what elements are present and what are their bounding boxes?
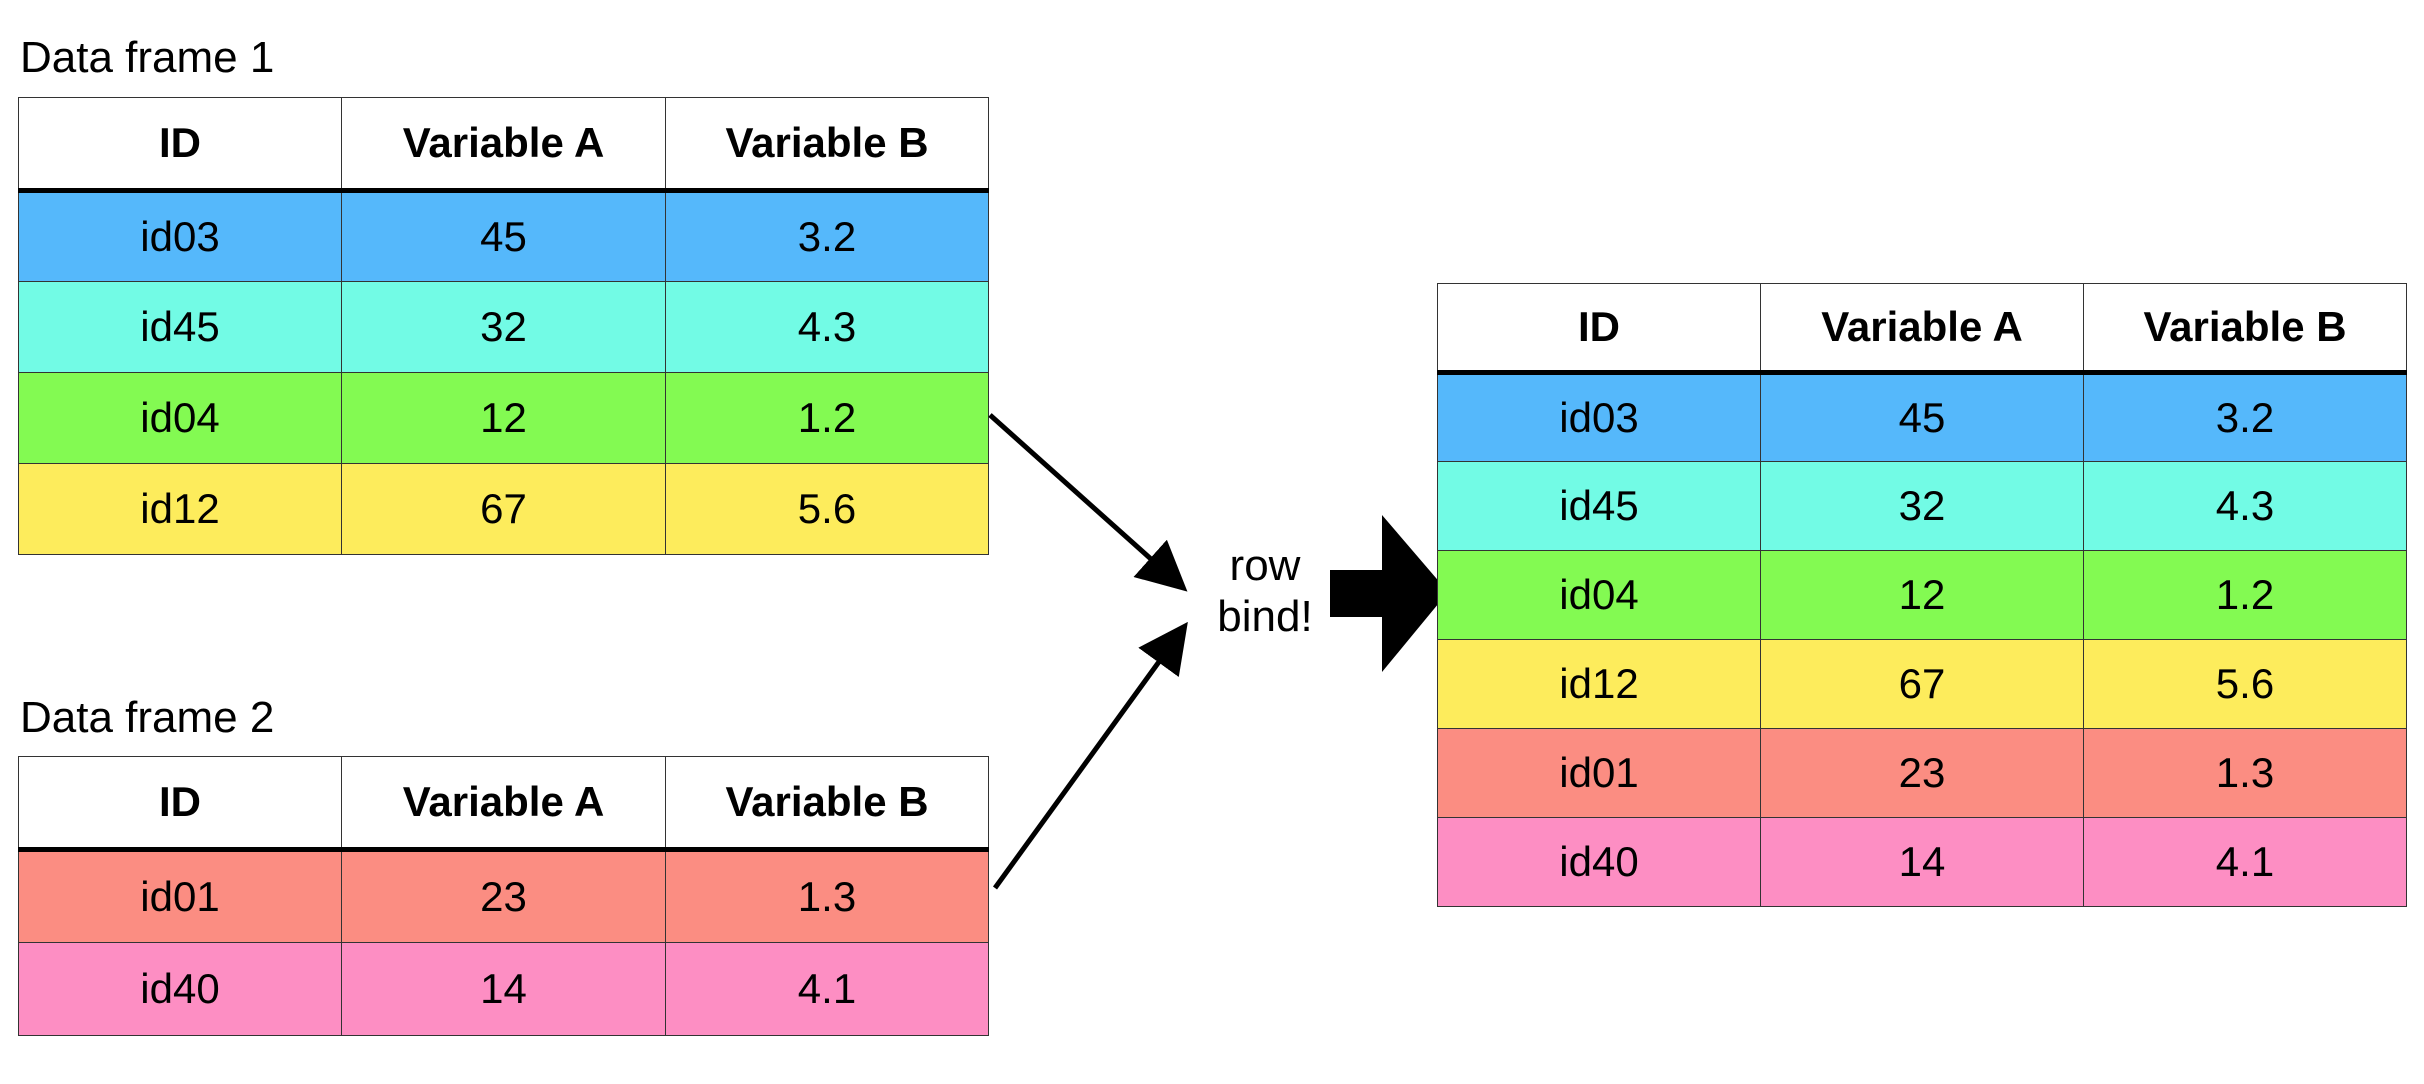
cell-variable-a: 45 [1760,372,2084,462]
data-frame-2-table: ID Variable A Variable B id01 23 1.3 id4… [18,756,989,1036]
cell-variable-b: 1.2 [2083,550,2407,640]
cell-id: id04 [1437,550,1761,640]
cell-variable-a: 14 [1760,817,2084,907]
header-id: ID [18,97,342,193]
table-row: id45 32 4.3 [18,281,989,373]
cell-id: id12 [1437,639,1761,729]
cell-id: id40 [18,942,342,1036]
cell-variable-a: 23 [1760,728,2084,818]
table-row: id12 67 5.6 [1437,639,2407,729]
table-row: id40 14 4.1 [1437,817,2407,907]
result-table: ID Variable A Variable B id03 45 3.2 id4… [1437,283,2407,907]
cell-variable-b: 4.3 [665,281,989,373]
cell-variable-a: 32 [1760,461,2084,551]
data-frame-1-title: Data frame 1 [20,33,275,82]
cell-id: id04 [18,372,342,464]
header-variable-b: Variable B [665,756,989,852]
cell-variable-b: 3.2 [665,190,989,282]
cell-variable-a: 67 [341,463,666,555]
table-row: id12 67 5.6 [18,463,989,555]
cell-variable-a: 67 [1760,639,2084,729]
cell-variable-b: 4.3 [2083,461,2407,551]
table-row: id01 23 1.3 [18,849,989,943]
header-variable-b: Variable B [665,97,989,193]
cell-id: id45 [18,281,342,373]
cell-id: id01 [18,849,342,943]
header-variable-a: Variable A [1760,283,2084,375]
cell-variable-a: 45 [341,190,666,282]
data-frame-2-title: Data frame 2 [20,693,275,742]
arrow-from-frame-1 [988,413,1188,592]
header-row: ID Variable A Variable B [1437,283,2407,375]
cell-variable-b: 4.1 [2083,817,2407,907]
header-variable-a: Variable A [341,97,666,193]
cell-variable-b: 5.6 [665,463,989,555]
cell-id: id12 [18,463,342,555]
table-row: id01 23 1.3 [1437,728,2407,818]
cell-id: id40 [1437,817,1761,907]
data-frame-1-table: ID Variable A Variable B id03 45 3.2 id4… [18,97,989,555]
row-bind-label-line-1: row [1229,541,1301,590]
cell-variable-b: 5.6 [2083,639,2407,729]
cell-variable-b: 4.1 [665,942,989,1036]
table-row: id40 14 4.1 [18,942,989,1036]
row-bind-label: row bind! [1200,540,1330,643]
header-row: ID Variable A Variable B [18,97,989,193]
table-row: id04 12 1.2 [1437,550,2407,640]
table-row: id03 45 3.2 [1437,372,2407,462]
row-bind-label-line-2: bind! [1217,592,1313,642]
cell-variable-b: 3.2 [2083,372,2407,462]
header-row: ID Variable A Variable B [18,756,989,852]
cell-variable-b: 1.3 [2083,728,2407,818]
table-row: id45 32 4.3 [1437,461,2407,551]
cell-variable-a: 23 [341,849,666,943]
cell-id: id01 [1437,728,1761,818]
big-right-arrow-icon [1330,515,1448,672]
cell-id: id45 [1437,461,1761,551]
header-id: ID [18,756,342,852]
arrow-from-frame-2 [992,621,1188,890]
header-variable-a: Variable A [341,756,666,852]
cell-id: id03 [1437,372,1761,462]
table-row: id04 12 1.2 [18,372,989,464]
cell-variable-b: 1.2 [665,372,989,464]
cell-variable-a: 14 [341,942,666,1036]
header-id: ID [1437,283,1761,375]
header-variable-b: Variable B [2083,283,2407,375]
cell-variable-a: 12 [1760,550,2084,640]
